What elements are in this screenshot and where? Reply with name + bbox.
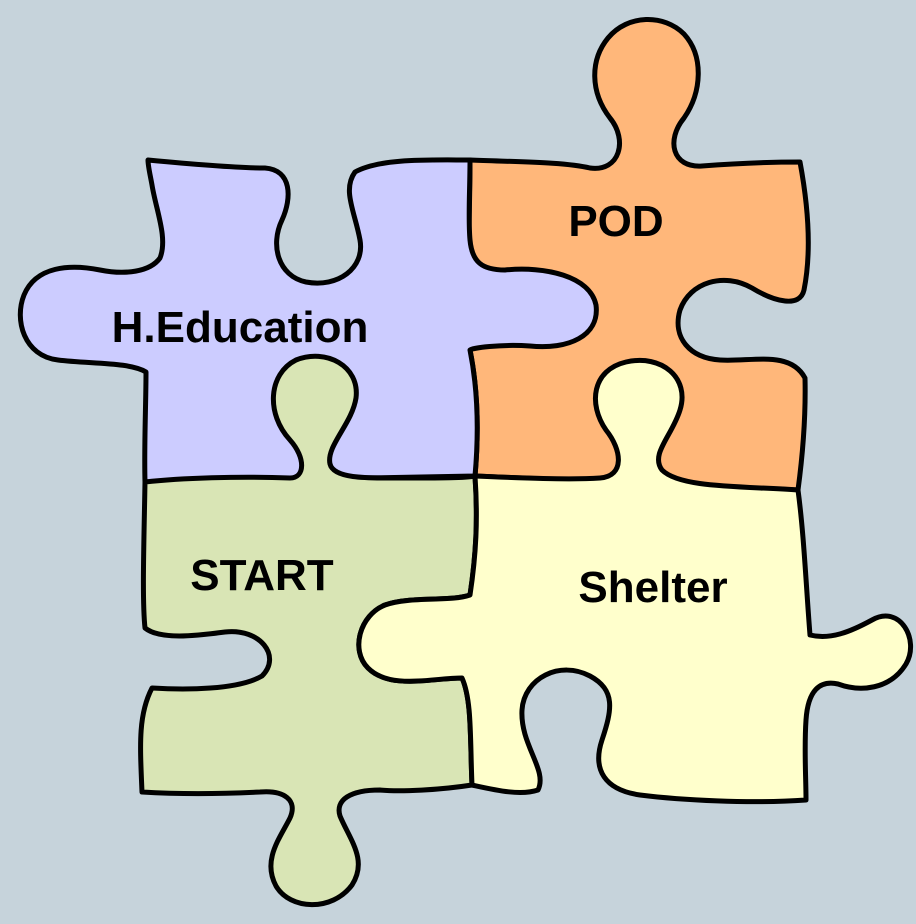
puzzle-piece-shelter [356,358,913,805]
pod-label: POD [568,197,663,246]
shelter-label: Shelter [578,563,727,612]
start-label: START [190,551,334,600]
heducation-label: H.Education [112,303,369,352]
puzzle-piece-shelter-shape [356,358,913,805]
puzzle-piece-heducation [17,157,599,485]
puzzle-piece-heducation-shape [17,157,599,485]
